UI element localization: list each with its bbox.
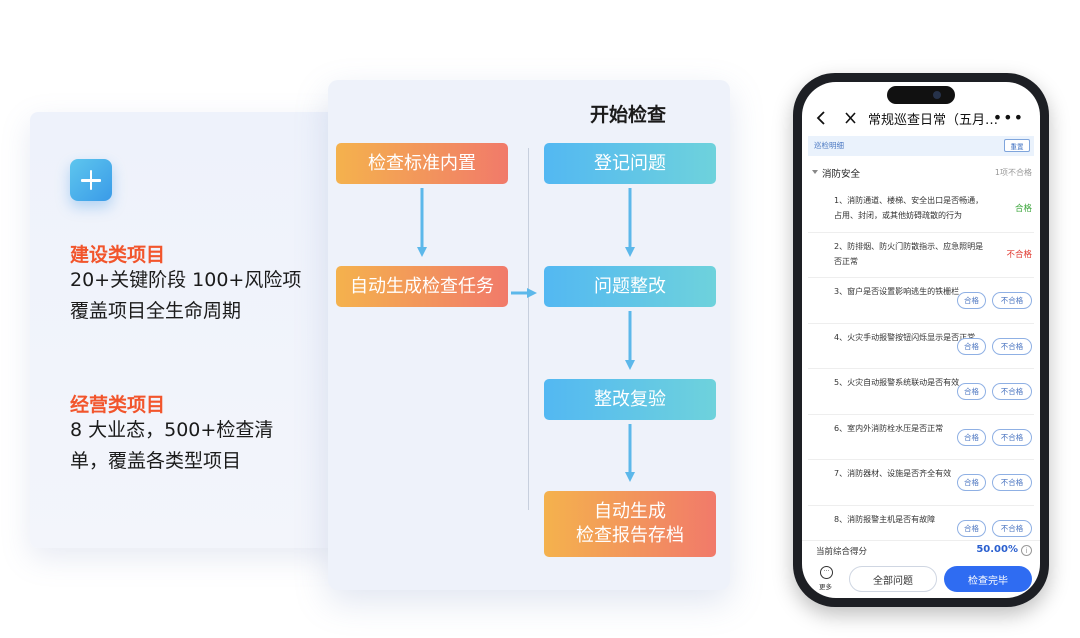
operation-body: 8 大业态，500+检查清单，覆盖各类型项目 (70, 419, 274, 472)
close-icon[interactable] (844, 111, 857, 125)
fail-button[interactable]: 不合格 (992, 474, 1032, 491)
checklist-item-text: 3、窗户是否设置影响逃生的铁栅栏 (834, 287, 960, 296)
info-icon[interactable]: i (1021, 545, 1032, 556)
section-title: 消防安全 (822, 169, 861, 180)
section-count: 1项不合格 (994, 168, 1032, 177)
checklist-item-result: 合格 (1014, 204, 1032, 214)
project-info-card: 建设类项目 20+关键阶段 100+风险项 覆盖项目全生命周期 经营类项目 8 … (30, 112, 342, 548)
more-button[interactable]: ··· 更多 (816, 566, 836, 592)
phone-screen: 常规巡查日常（五月… ••• 巡检明细 重置 消防安全 1项不合格 1、消防通道… (802, 82, 1040, 598)
more-menu-icon[interactable]: ••• (992, 108, 1024, 127)
operation-title: 经营类项目 (70, 394, 166, 416)
checklist-item-result: 不合格 (1006, 249, 1032, 260)
checklist-item-text: 2、防排烟、防火门防散指示、应急照明是否正常 (834, 241, 984, 266)
detail-label: 巡检明细 (814, 141, 844, 150)
flow-step-reverify: 整改复验 (544, 379, 716, 420)
pass-button[interactable]: 合格 (957, 337, 986, 355)
flow-step-generate-task: 自动生成检查任务 (336, 266, 508, 307)
checklist-item-text: 6、室内外消防栓水压是否正常 (834, 423, 944, 433)
checklist-item-text: 7、消防器材、设施是否齐全有效 (834, 469, 952, 478)
checklist-item: 7、消防器材、设施是否齐全有效合格不合格 (808, 460, 1034, 506)
flow-step-rectify: 问题整改 (544, 266, 716, 307)
checklist-item: 2、防排烟、防火门防散指示、应急照明是否正常 不合格 (808, 233, 1034, 278)
fail-button[interactable]: 不合格 (992, 519, 1032, 537)
checklist-item: 1、消防通道、楼梯、安全出口是否畅通，占用、封闭，或其他妨碍疏散的行为 合格 (808, 187, 1034, 233)
fail-button[interactable]: 不合格 (992, 337, 1032, 355)
score-bar: 当前综合得分 50.00% i (802, 540, 1040, 560)
checklist-item-text: 8、消防报警主机是否有故障 (834, 514, 936, 524)
score-value: 50.00% (976, 544, 1018, 555)
flow-step-standard: 检查标准内置 (336, 143, 508, 184)
score-label: 当前综合得分 (816, 547, 868, 557)
checklist-item: 4、火灾手动报警按钮闪烁显示是否正常合格不合格 (808, 324, 1034, 369)
nav-title: 常规巡查日常（五月… (868, 113, 999, 128)
detail-bar: 巡检明细 重置 (808, 136, 1034, 156)
nav-bar: 常规巡查日常（五月… ••• (802, 106, 1040, 132)
flow-step-report: 自动生成 检查报告存档 (544, 491, 716, 557)
checklist-item-text: 1、消防通道、楼梯、安全出口是否畅通，占用、封闭，或其他妨碍疏散的行为 (834, 196, 984, 220)
checklist-item: 3、窗户是否设置影响逃生的铁栅栏合格不合格 (808, 278, 1034, 324)
fail-button[interactable]: 不合格 (992, 292, 1032, 309)
more-label: 更多 (819, 583, 832, 591)
pass-button[interactable]: 合格 (957, 383, 986, 400)
dynamic-island (887, 86, 955, 104)
checklist-item-text: 5、火灾自动报警系统联动是否有效 (834, 378, 960, 387)
back-icon[interactable] (816, 111, 826, 125)
construction-title: 建设类项目 (70, 244, 166, 266)
construction-body: 20+关键阶段 100+风险项 覆盖项目全生命周期 (70, 269, 302, 322)
checklist-item: 6、室内外消防栓水压是否正常合格不合格 (808, 415, 1034, 460)
pass-button[interactable]: 合格 (957, 474, 986, 491)
more-dots-icon: ··· (820, 566, 833, 579)
reset-button[interactable]: 重置 (1004, 139, 1030, 152)
flow-divider (528, 148, 529, 510)
flow-title: 开始检查 (590, 104, 667, 126)
pass-button[interactable]: 合格 (957, 428, 986, 446)
finish-check-button[interactable]: 检查完毕 (944, 566, 1032, 592)
checklist-item: 5、火灾自动报警系统联动是否有效合格不合格 (808, 369, 1034, 415)
fail-button[interactable]: 不合格 (992, 428, 1032, 446)
plus-icon (70, 159, 112, 201)
pass-button[interactable]: 合格 (957, 292, 986, 309)
flow-step-register: 登记问题 (544, 143, 716, 184)
caret-down-icon (812, 170, 818, 174)
checklist-item-text: 4、火灾手动报警按钮闪烁显示是否正常 (834, 332, 976, 342)
pass-button[interactable]: 合格 (957, 519, 986, 537)
all-issues-button[interactable]: 全部问题 (849, 566, 937, 592)
section-header[interactable]: 消防安全 1项不合格 (808, 164, 1034, 182)
fail-button[interactable]: 不合格 (992, 383, 1032, 400)
bottom-bar: ··· 更多 全部问题 检查完毕 (802, 562, 1040, 598)
phone-mockup: 常规巡查日常（五月… ••• 巡检明细 重置 消防安全 1项不合格 1、消防通道… (793, 73, 1049, 607)
